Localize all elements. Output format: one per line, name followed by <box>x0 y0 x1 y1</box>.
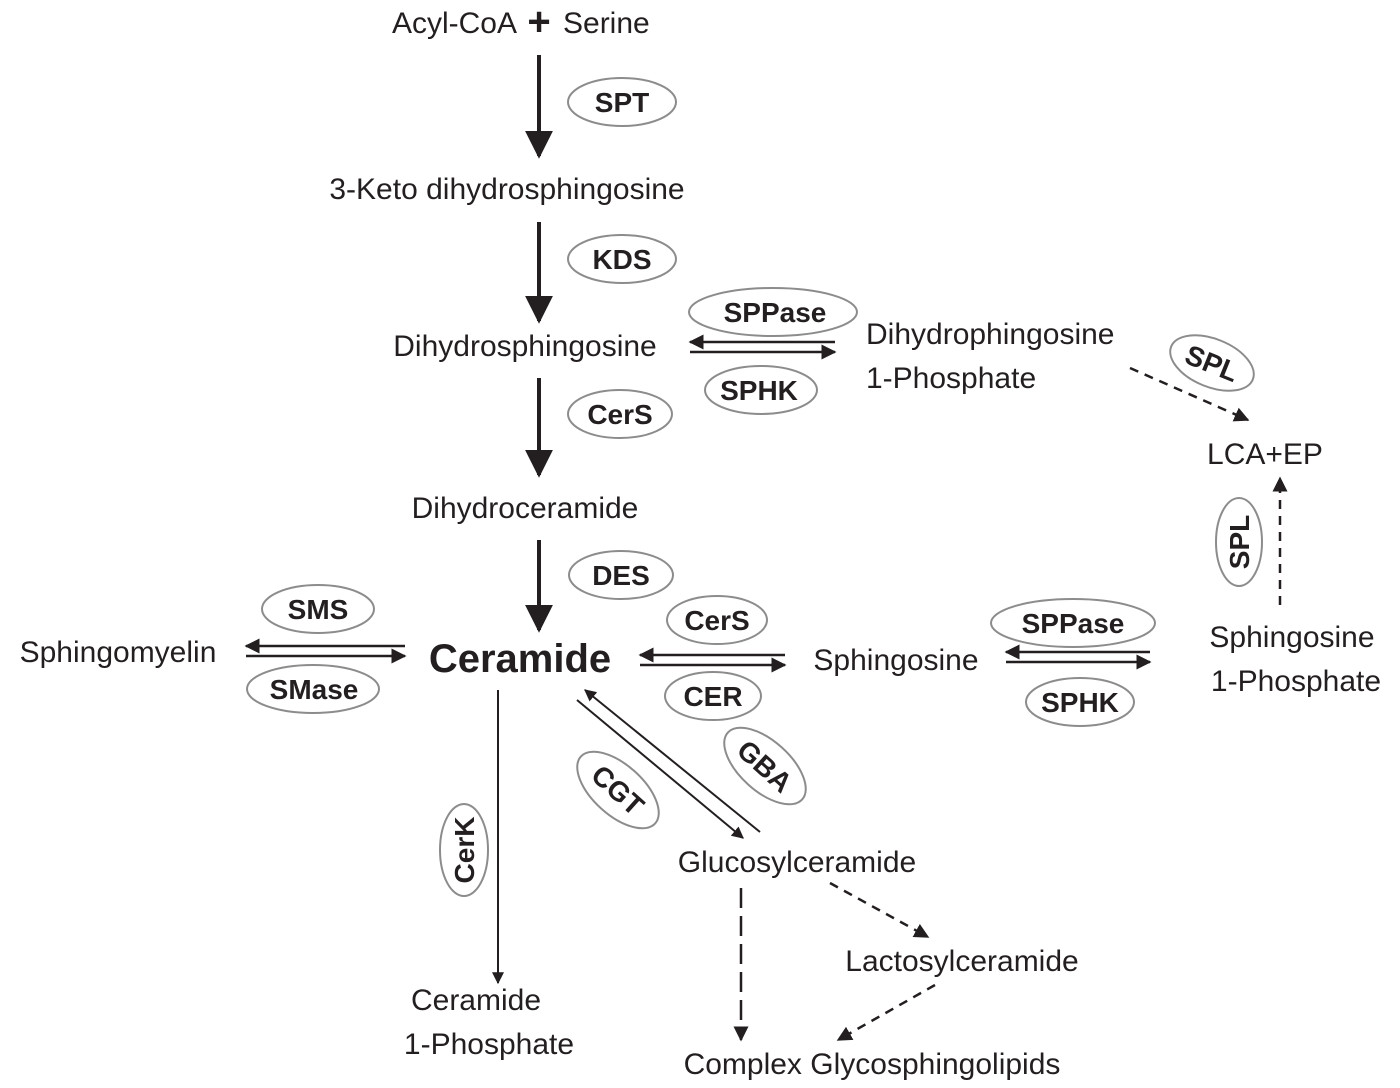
enzyme-cgt: CGT <box>576 750 660 830</box>
enzyme-spl-top: SPL <box>1169 334 1255 392</box>
enzyme-sphk-mid-label: SPHK <box>1041 687 1119 718</box>
arrow-ceramide-to-glucosylceramide <box>576 699 744 839</box>
enzyme-cers-top: CerS <box>567 389 673 439</box>
enzyme-sppase-top-label: SPPase <box>724 297 827 328</box>
arrow-lactosylceramide-to-complex <box>836 983 936 1042</box>
enzyme-spt-label: SPT <box>595 87 649 118</box>
sphingosine-1p-label-line2: 1-Phosphate <box>1211 665 1381 698</box>
enzyme-cers-mid: CerS <box>666 595 768 645</box>
ceramide-label: Ceramide <box>429 637 611 681</box>
arrow-dihydro-1p-to-lca-ep <box>1129 366 1250 422</box>
enzyme-gba: GBA <box>723 726 807 806</box>
enzyme-sppase-mid-label: SPPase <box>1022 608 1125 639</box>
arrow-glucosylceramide-to-lactosylceramide <box>829 881 930 939</box>
glucosylceramide-label: Glucosylceramide <box>678 846 916 879</box>
ceramide-1p-label-line1: Ceramide <box>411 984 541 1017</box>
enzyme-kds-label: KDS <box>592 244 651 275</box>
enzyme-sphk-top-label: SPHK <box>720 375 798 406</box>
enzyme-spl-side-label: SPL <box>1224 515 1255 569</box>
dihydrosphingosine-1p-label-line1: Dihydrophingosine <box>866 318 1115 351</box>
enzyme-sms: SMS <box>261 584 375 634</box>
lactosylceramide-label: Lactosylceramide <box>845 945 1078 978</box>
ceramide-1p-label-line2: 1-Phosphate <box>404 1028 574 1061</box>
enzyme-smase: SMase <box>246 664 380 714</box>
enzyme-spt: SPT <box>567 77 677 127</box>
enzyme-smase-label: SMase <box>270 674 359 705</box>
sphingosine-label: Sphingosine <box>813 644 978 677</box>
acyl-coa-label: Acyl-CoA <box>392 7 517 40</box>
enzyme-cer: CER <box>664 671 762 721</box>
sphingosine-1p-label-line1: Sphingosine <box>1209 621 1374 654</box>
enzyme-kds: KDS <box>567 234 677 284</box>
enzyme-cerk: CerK <box>439 803 489 897</box>
dihydroceramide-label: Dihydroceramide <box>412 492 639 525</box>
enzyme-cers-mid-label: CerS <box>684 605 749 636</box>
arrow-glucosylceramide-to-ceramide <box>584 689 761 833</box>
plus-sign: + <box>527 0 550 44</box>
keto-dihydrosphingosine-label: 3-Keto dihydrosphingosine <box>329 173 684 206</box>
lca-ep-label: LCA+EP <box>1207 438 1323 471</box>
enzyme-des: DES <box>568 550 674 600</box>
complex-glycosphingolipids-label: Complex Glycosphingolipids <box>684 1048 1061 1081</box>
enzyme-des-label: DES <box>592 560 650 591</box>
enzyme-sphk-top: SPHK <box>704 365 818 415</box>
sphingomyelin-label: Sphingomyelin <box>20 636 217 669</box>
serine-label: Serine <box>563 7 650 40</box>
enzyme-sppase-mid: SPPase <box>990 598 1156 648</box>
enzyme-cers-top-label: CerS <box>587 399 652 430</box>
enzyme-cer-label: CER <box>683 681 742 712</box>
enzyme-cerk-label: CerK <box>449 817 480 884</box>
enzyme-sppase-top: SPPase <box>688 287 858 337</box>
enzyme-spl-side: SPL <box>1215 497 1263 587</box>
enzyme-sms-label: SMS <box>288 594 349 625</box>
dihydrosphingosine-1p-label-line2: 1-Phosphate <box>866 362 1036 395</box>
enzyme-sphk-mid: SPHK <box>1025 677 1135 727</box>
dihydrosphingosine-label: Dihydrosphingosine <box>393 330 657 363</box>
